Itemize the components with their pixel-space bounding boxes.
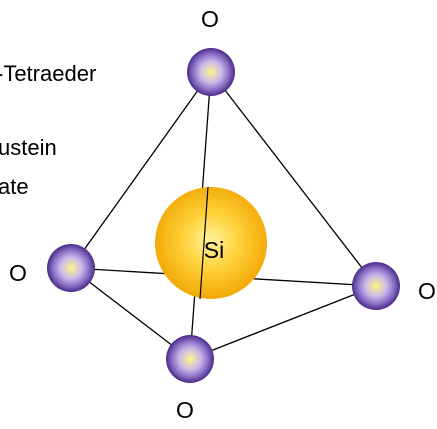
- oxygen-atom-bottom: O: [166, 335, 214, 423]
- edge-left-bottom: [70, 267, 191, 360]
- oxygen-label-bottom: O: [176, 397, 194, 423]
- oxygen-label-top: O: [201, 6, 219, 32]
- oxygen-sphere-bottom: [166, 335, 214, 383]
- oxygen-sphere-left: [47, 244, 95, 292]
- silicon-label: Si: [204, 237, 224, 263]
- edge-top-bottom-front: [199, 186, 209, 300]
- oxygen-label-left: O: [9, 260, 27, 286]
- oxygen-label-right: O: [418, 278, 436, 304]
- edge-top-right: [210, 71, 377, 287]
- oxygen-atom-top: O: [187, 6, 235, 96]
- oxygen-atom-left: O: [9, 244, 95, 292]
- title-text-line-2: ustein: [0, 135, 57, 160]
- edge-bottom-right: [189, 285, 377, 360]
- title-text-line-1: -Tetraeder: [0, 61, 96, 86]
- oxygen-sphere-right: [352, 262, 400, 310]
- title-text-line-3: ate: [0, 174, 29, 199]
- oxygen-sphere-top: [187, 48, 235, 96]
- edge-top-left: [70, 71, 212, 269]
- silicon-atom: Si: [155, 186, 267, 300]
- silicon-sphere: [155, 187, 267, 299]
- oxygen-atom-right: O: [352, 262, 436, 310]
